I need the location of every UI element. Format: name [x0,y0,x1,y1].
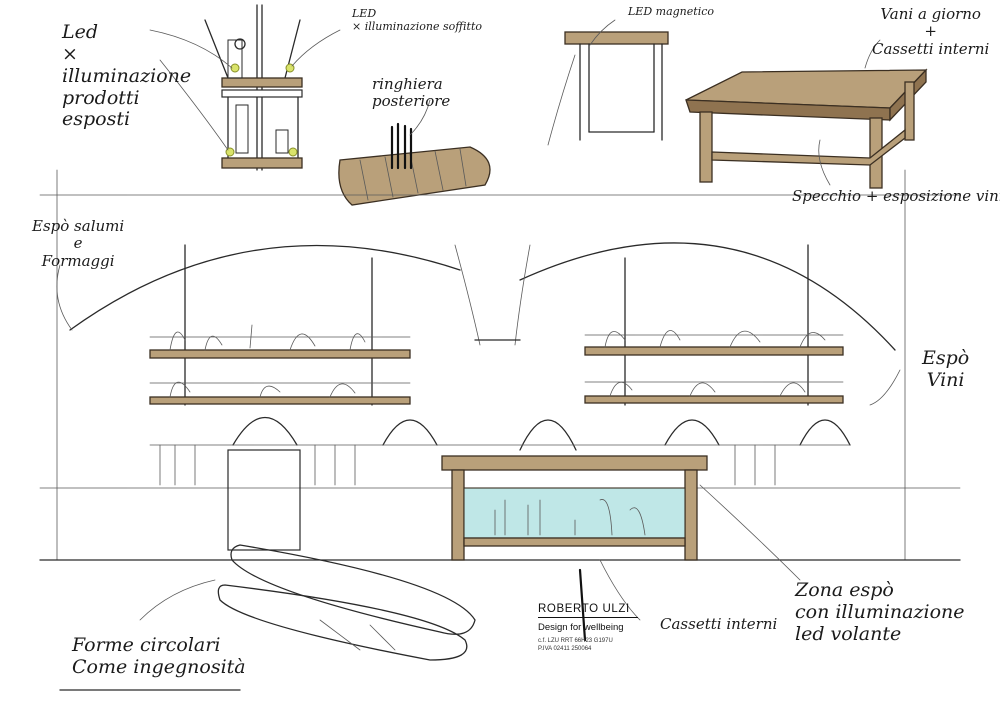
label-led-table: LED magnetico [628,5,714,18]
railing-platform-sketch [338,99,491,206]
right-hanging-shelves [584,330,844,404]
brand-tagline: Design for wellbeing [538,622,624,633]
brand-name: ROBERTO ULZI [538,603,638,618]
floating-oval-counters [139,544,476,661]
label-table-shelf: Specchio + esposizione vini [792,187,1000,205]
brand-vat: P.IVA 02411 250064 [538,645,592,652]
label-expo-vini: Espò Vini [922,347,970,391]
label-table-drawers: Vani a giorno + Cassetti interni [872,5,990,58]
label-circular-forms: Forme circolari Come ingegnosità [72,634,246,678]
label-led-ceiling: LED × illuminazione soffitto [352,7,483,33]
hanging-shelf-sketch [149,4,341,171]
wooden-table-sketch [685,39,928,189]
label-expo-salumi: Espò salumi e Formaggi [32,217,125,270]
designer-logo: ROBERTO ULZI Design for wellbeing c.f. L… [538,603,638,653]
central-display-counter [441,455,708,561]
label-cassetti: Cassetti interni [660,615,778,633]
label-led-products: Led × illuminazione prodotti esposti [62,21,192,131]
label-railing: ringhiera posteriore [372,75,451,111]
left-hanging-shelves [149,324,411,405]
small-table-sketch [547,19,669,146]
vaulted-arches [69,242,896,406]
brand-fiscal-code: c.f. LZU RRT 66H23 G197U [538,638,613,644]
annotation-leaders [56,264,901,691]
label-zona-expo: Zona espò con illuminazione led volante [795,579,965,645]
lower-arcade [149,417,851,551]
